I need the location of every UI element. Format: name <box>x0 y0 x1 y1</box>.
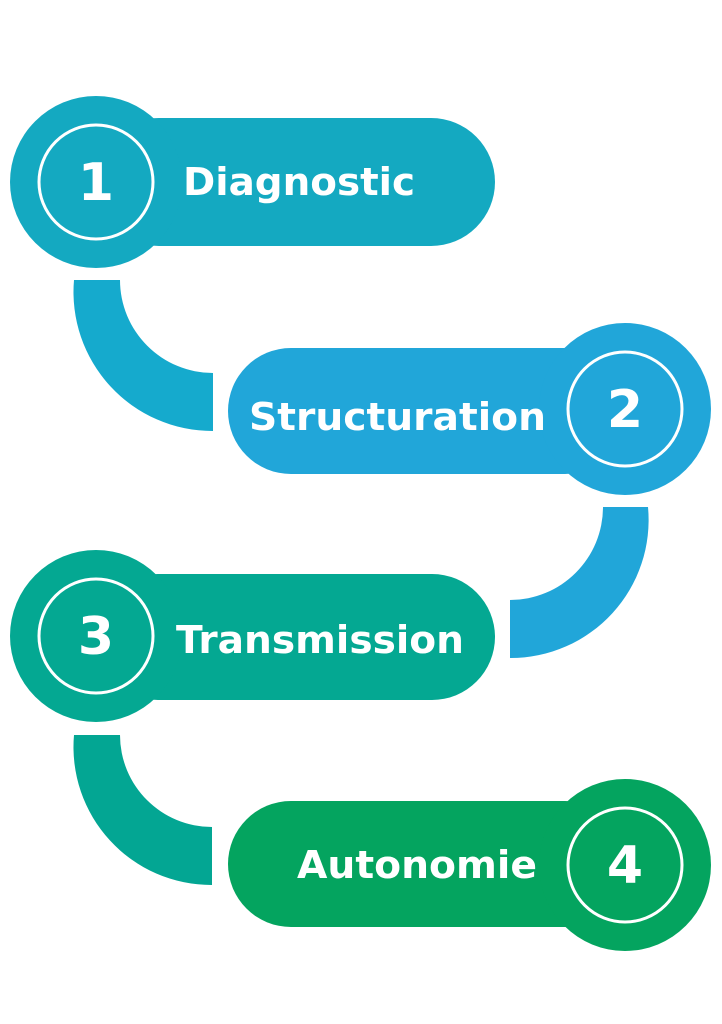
step-3-pill <box>95 574 495 700</box>
connector-1-2 <box>73 280 213 432</box>
step-4: 4 Autonomie <box>228 779 711 951</box>
step-4-label: Autonomie <box>297 843 537 887</box>
step-1: 1 Diagnostic <box>10 96 495 268</box>
step-1-number: 1 <box>78 153 114 213</box>
step-3-number: 3 <box>78 607 114 667</box>
step-3-label: Transmission <box>176 618 464 662</box>
step-1-label: Diagnostic <box>183 160 415 204</box>
step-1-pill <box>95 118 495 246</box>
step-1-badge-ring <box>37 123 155 241</box>
step-3-badge-ring <box>37 577 155 695</box>
step-4-badge-ring <box>566 806 684 924</box>
step-3: 3 Transmission <box>10 550 495 722</box>
step-4-pill <box>228 801 628 927</box>
step-1-badge <box>10 96 182 268</box>
step-2-badge <box>539 323 711 495</box>
step-2-badge-ring <box>566 350 684 468</box>
step-2-number: 2 <box>607 380 643 440</box>
step-2-label: Structuration <box>249 395 546 439</box>
step-2-pill <box>228 348 628 474</box>
connector-2-3 <box>510 507 649 659</box>
step-4-number: 4 <box>607 836 643 896</box>
step-4-badge <box>539 779 711 951</box>
step-3-badge <box>10 550 182 722</box>
connector-3-4 <box>73 735 212 886</box>
step-2: 2 Structuration <box>228 323 711 495</box>
